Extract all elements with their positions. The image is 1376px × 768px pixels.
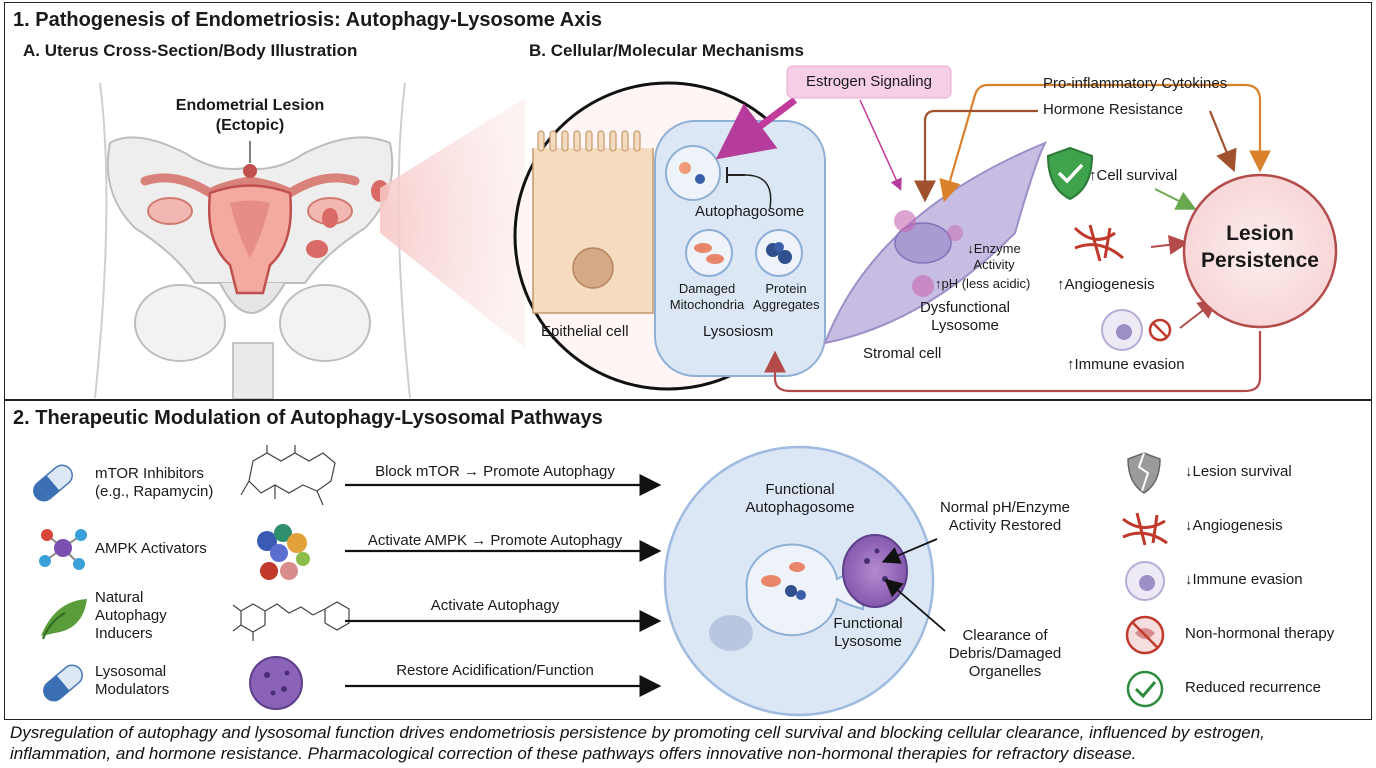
blood-vessel-icon: [1073, 224, 1124, 262]
outcome-angiogenesis: ↓Angiogenesis: [1185, 517, 1283, 534]
hormone-resistance-label: Hormone Resistance: [1043, 101, 1184, 118]
stromal-cell: [823, 141, 1048, 345]
check-icon: [1126, 670, 1164, 708]
cytokines-label: Pro-inflammatory Cytokines: [1043, 75, 1228, 92]
capsule-icon: [33, 464, 73, 502]
drug-4-name: Lysosomal Modulators: [95, 663, 170, 698]
cell-magnification-circle: [513, 81, 826, 391]
figure-caption: Dysregulation of autophagy and lysosomal…: [10, 723, 1265, 763]
functional-cell: [663, 445, 935, 717]
epithelial-cell-label: Epithelial cell: [541, 323, 629, 340]
therapeutic-artwork: [33, 445, 1168, 717]
immune-evasion-label: ↑Immune evasion: [1067, 356, 1185, 373]
section-a-heading: A. Uterus Cross-Section/Body Illustratio…: [23, 41, 358, 60]
normal-ph-label: Normal pH/Enzyme Activity Restored: [939, 499, 1071, 534]
section-b-heading: B. Cellular/Molecular Mechanisms: [529, 41, 804, 60]
immune-cell-icon: [1125, 561, 1165, 601]
action-4-label: Restore Acidification/Function: [396, 662, 594, 679]
enzyme-activity-label: ↓Enzyme Activity: [967, 241, 1021, 272]
outcome-non-hormonal: Non-hormonal therapy: [1185, 625, 1335, 642]
estrogen-label: Estrogen Signaling: [806, 73, 932, 90]
compound-structure-icon: [232, 601, 350, 641]
angiogenesis-label: ↑Angiogenesis: [1057, 276, 1155, 293]
drug-2-name: AMPK Activators: [95, 540, 207, 557]
dysfunctional-lysosome-label: Dysfunctional Lysosome: [919, 299, 1011, 334]
therapeutic-panel: 2. Therapeutic Modulation of Autophagy-L…: [4, 400, 1372, 720]
panel1-title: 1. Pathogenesis of Endometriosis: Autoph…: [13, 9, 602, 31]
panel2-title: 2. Therapeutic Modulation of Autophagy-L…: [13, 407, 603, 429]
action-3-label: Activate Autophagy: [430, 597, 560, 614]
capsule-icon: [43, 664, 83, 702]
drug-1-name: mTOR Inhibitors (e.g., Rapamycin): [95, 465, 214, 500]
cell-survival-label: ↑Cell survival: [1089, 167, 1178, 184]
lysosome-vesicle-icon: [249, 656, 303, 710]
broken-shield-icon: [1127, 452, 1161, 494]
shield-icon: [1046, 146, 1094, 201]
action-1-label: Block mTOR → Promote Autophagy: [375, 463, 615, 480]
outcome-immune-evasion: ↓Immune evasion: [1185, 571, 1303, 588]
outcome-reduced-recurrence: Reduced recurrence: [1185, 679, 1321, 696]
lesion-persistence-circle: [1182, 173, 1338, 329]
clearance-label: Clearance of Debris/Damaged Organelles: [948, 627, 1062, 680]
pathogenesis-artwork: [94, 65, 1338, 399]
action-2-label: Activate AMPK → Promote Autophagy: [367, 532, 623, 549]
estrogen-arrow-1: [715, 97, 798, 160]
blood-vessel-icon: [1122, 512, 1168, 546]
lysosiosm-label: Lysosiosm: [703, 323, 774, 340]
drug-3-name: Natural Autophagy Inducers: [95, 589, 167, 642]
autophagosome-label: Autophagosome: [695, 203, 805, 220]
estrogen-arrow-2: [859, 99, 902, 191]
molecule-network-icon: [39, 529, 87, 570]
no-hormone-icon: [1125, 615, 1165, 655]
stromal-cell-label: Stromal cell: [863, 345, 942, 362]
no-icon: [1148, 318, 1172, 342]
outcome-lesion-survival: ↓Lesion survival: [1185, 463, 1292, 480]
estrogen-box: [786, 65, 952, 99]
leaf-icon: [41, 599, 87, 640]
ampk-protein-icon: [257, 524, 310, 580]
functional-autophagosome-label: Functional Autophagosome: [745, 481, 855, 516]
damaged-mitochondria-label: Damaged Mitochondria: [669, 281, 745, 312]
functional-lysosome-label: Functional Lysosome: [833, 615, 903, 650]
ph-label: ↑pH (less acidic): [935, 276, 1031, 291]
zoom-cone: [380, 98, 525, 348]
lesion-label: Endometrial Lesion (Ectopic): [175, 97, 325, 134]
lesion-persistence-label: Lesion Persistence: [1201, 222, 1319, 272]
pathogenesis-panel: 1. Pathogenesis of Endometriosis: Autoph…: [4, 2, 1372, 400]
protein-aggregates-label: Protein Aggregates: [753, 281, 820, 312]
rapamycin-structure-icon: [240, 445, 336, 506]
